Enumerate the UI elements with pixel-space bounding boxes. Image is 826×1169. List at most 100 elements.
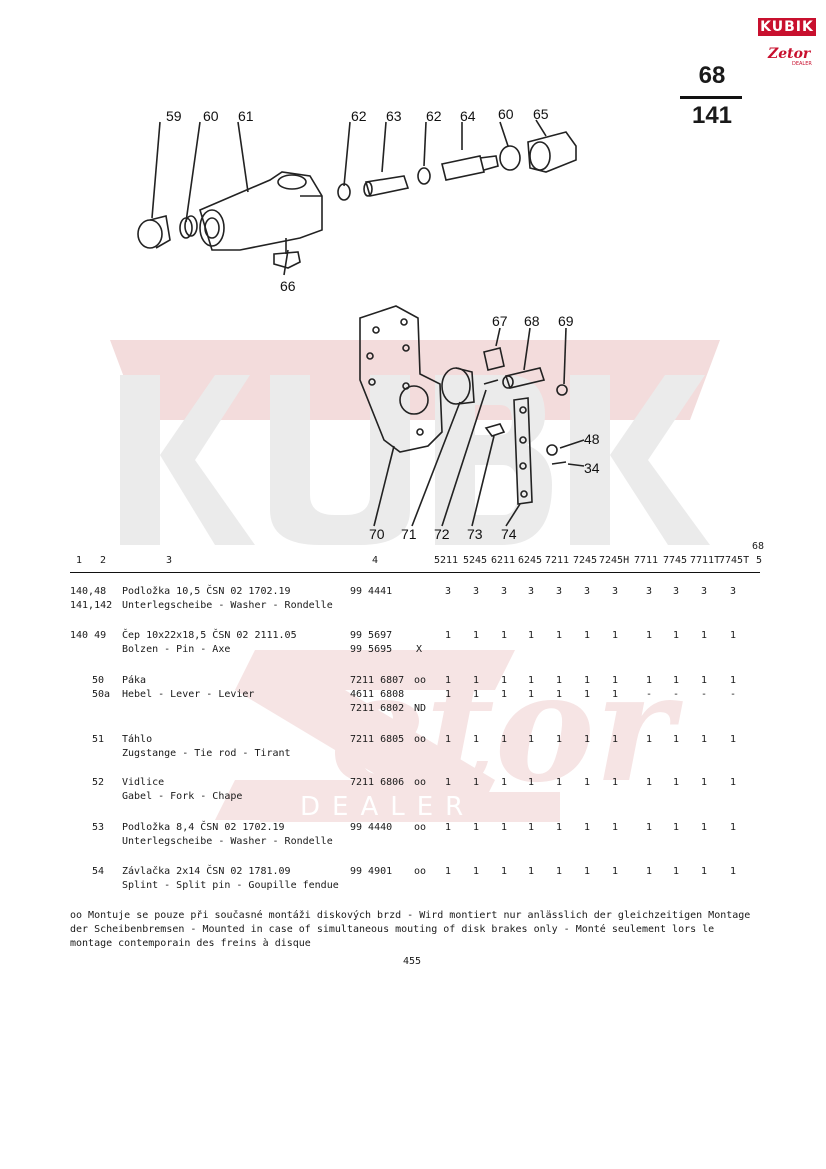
row-quantity: - (730, 689, 737, 700)
row-mark: oo (414, 734, 427, 745)
row-quantity: 1 (701, 777, 708, 788)
column-header: 3 (166, 555, 173, 566)
row-description: Bolzen - Pin - Axe (122, 644, 231, 655)
column-header: 5 (756, 555, 763, 566)
row-quantity: 1 (730, 777, 737, 788)
row-quantity: 1 (556, 689, 563, 700)
row-quantity: 1 (612, 777, 619, 788)
column-header: 7745T (719, 555, 750, 566)
row-position: 53 (92, 822, 105, 833)
page-number: 455 (403, 956, 422, 967)
row-description: Podložka 8,4 ČSN 02 1702.19 (122, 822, 285, 833)
row-quantity: 1 (701, 734, 708, 745)
row-quantity: 1 (646, 675, 653, 686)
row-quantity: 1 (584, 822, 591, 833)
row-description: Hebel - Lever - Levier (122, 689, 255, 700)
row-description: Páka (122, 675, 147, 686)
row-quantity: 1 (701, 822, 708, 833)
row-quantity: 1 (730, 866, 737, 877)
exploded-parts-diagram (137, 119, 585, 527)
row-quantity: 1 (646, 866, 653, 877)
row-part-number: 99 4901 (350, 866, 393, 877)
row-quantity: 1 (612, 689, 619, 700)
callout-label: 67 (492, 313, 508, 329)
callout-label: 66 (280, 278, 296, 294)
column-header: 7745 (663, 555, 688, 566)
row-position: 50 (92, 675, 105, 686)
row-position: 54 (92, 866, 105, 877)
callout-label: 74 (501, 526, 517, 542)
row-mark: oo (414, 822, 427, 833)
row-quantity: 1 (473, 689, 480, 700)
column-header: 5245 (463, 555, 488, 566)
callout-label: 48 (584, 431, 600, 447)
callout-label: 73 (467, 526, 483, 542)
group-number: 141 (691, 102, 733, 129)
row-description: Unterlegscheibe - Washer - Rondelle (122, 600, 333, 611)
column-header: 6211 (491, 555, 516, 566)
row-quantity: 3 (612, 586, 619, 597)
row-quantity: 1 (473, 866, 480, 877)
logo-kubik: KUBIK (758, 18, 816, 36)
row-quantity: 1 (501, 734, 508, 745)
row-quantity: 1 (556, 734, 563, 745)
row-quantity: 1 (473, 822, 480, 833)
row-description: Zugstange - Tie rod - Tirant (122, 748, 291, 759)
column-header: 6245 (518, 555, 543, 566)
row-quantity: 1 (445, 734, 452, 745)
callout-label: 71 (401, 526, 417, 542)
row-quantity: 3 (646, 586, 653, 597)
row-quantity: 1 (730, 630, 737, 641)
row-position: 140,48 (70, 586, 107, 597)
row-quantity: 1 (584, 734, 591, 745)
kubik-zetor-logo: KUBIK Zetor DEALER (754, 14, 820, 70)
corner-note: 68 (752, 541, 765, 552)
row-quantity: 1 (473, 734, 480, 745)
row-mark: X (416, 644, 423, 655)
column-header: 7211 (545, 555, 570, 566)
row-quantity: 1 (730, 822, 737, 833)
row-quantity: 1 (584, 866, 591, 877)
row-quantity: 1 (556, 630, 563, 641)
row-quantity: 1 (556, 866, 563, 877)
row-description: Vidlice (122, 777, 165, 788)
callout-label: 68 (524, 313, 540, 329)
row-quantity: 1 (646, 630, 653, 641)
figure-number: 68 (698, 62, 726, 89)
row-quantity: 1 (646, 822, 653, 833)
row-quantity: 1 (646, 777, 653, 788)
row-quantity: 1 (556, 822, 563, 833)
row-quantity: 1 (584, 689, 591, 700)
row-mark: oo (414, 675, 427, 686)
row-description: Závlačka 2x14 ČSN 02 1781.09 (122, 866, 291, 877)
row-quantity: 1 (445, 675, 452, 686)
svg-text:DEALER: DEALER (300, 792, 475, 822)
row-quantity: 1 (501, 630, 508, 641)
row-quantity: 1 (445, 777, 452, 788)
row-quantity: 1 (701, 675, 708, 686)
logo-dealer: DEALER (792, 61, 812, 67)
row-part-number: 99 4441 (350, 586, 393, 597)
callout-label: 62 (351, 108, 367, 124)
row-description: Táhlo (122, 734, 153, 745)
row-quantity: 1 (646, 734, 653, 745)
column-header: 2 (100, 555, 107, 566)
row-part-number: 99 5695 (350, 644, 393, 655)
row-quantity: 1 (445, 822, 452, 833)
row-quantity: 1 (501, 866, 508, 877)
row-quantity: 1 (673, 734, 680, 745)
row-part-number: 7211 6802 (350, 703, 405, 714)
row-quantity: 1 (701, 630, 708, 641)
row-quantity: 3 (528, 586, 535, 597)
callout-label: 72 (434, 526, 450, 542)
row-mark: ND (414, 703, 427, 714)
row-position: 140 49 (70, 630, 107, 641)
callout-label: 59 (166, 108, 182, 124)
row-part-number: 99 4440 (350, 822, 393, 833)
row-mark: oo (414, 866, 427, 877)
row-quantity: 1 (612, 734, 619, 745)
column-header: 7245H (599, 555, 630, 566)
row-quantity: 1 (673, 822, 680, 833)
row-description: Čep 10x22x18,5 ČSN 02 2111.05 (122, 630, 297, 641)
row-part-number: 4611 6808 (350, 689, 405, 700)
